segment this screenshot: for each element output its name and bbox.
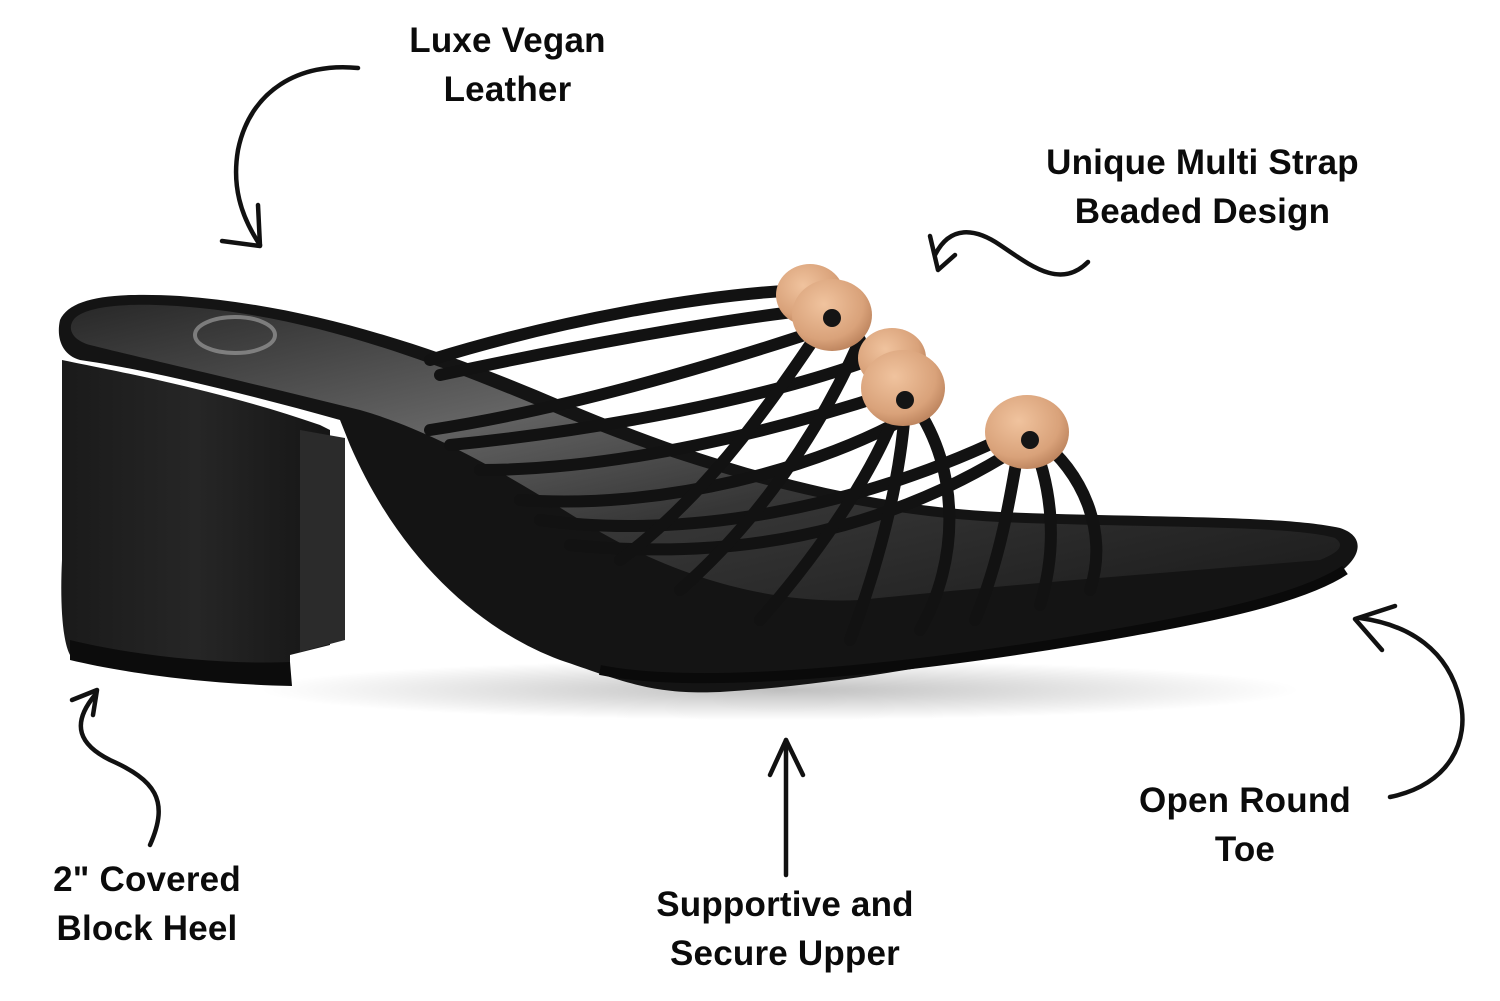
block-heel	[61, 360, 345, 686]
arrow-upper-head	[767, 737, 806, 778]
straps	[424, 284, 1103, 646]
callout-luxe-vegan-leather: Luxe Vegan Leather	[380, 16, 635, 114]
callout-covered-block-heel: 2" Covered Block Heel	[22, 855, 272, 953]
ground-shadow	[260, 660, 1300, 720]
callout-line: Toe	[1214, 830, 1276, 869]
arrow-heel-head	[69, 687, 100, 718]
callout-line: Secure Upper	[670, 934, 900, 973]
callout-line: Supportive and	[656, 885, 914, 924]
sandal-sole	[58, 294, 1358, 693]
arrow-leather	[233, 64, 361, 248]
arrow-strap-head	[927, 233, 958, 273]
callout-line: 2" Covered	[53, 860, 241, 899]
callout-supportive-secure-upper: Supportive and Secure Upper	[625, 880, 945, 978]
bead	[861, 350, 945, 426]
arrow-toe-head	[1352, 603, 1398, 653]
callout-line: Block Heel	[56, 909, 238, 948]
callout-line: Unique Multi Strap	[1046, 143, 1359, 182]
callout-line: Luxe Vegan	[409, 21, 606, 60]
callout-open-round-toe: Open Round Toe	[1105, 776, 1385, 874]
callout-line: Open Round	[1139, 781, 1351, 820]
arrow-strap	[932, 230, 1091, 277]
wooden-beads	[776, 264, 1069, 469]
callout-arrows	[69, 64, 1465, 878]
arrow-toe	[1357, 615, 1465, 800]
callout-line: Beaded Design	[1074, 192, 1331, 231]
callout-multi-strap-beaded-design: Unique Multi Strap Beaded Design	[1010, 138, 1395, 236]
logo-mark	[193, 315, 277, 355]
arrow-leather-head	[219, 202, 263, 249]
arrow-heel	[78, 692, 161, 848]
callout-line: Leather	[443, 70, 572, 109]
